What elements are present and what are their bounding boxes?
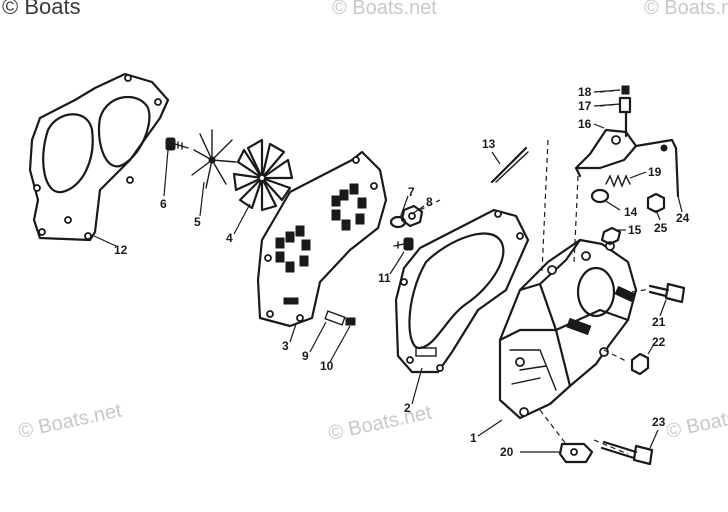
callout-23: 23 xyxy=(652,415,666,429)
part-25-nut xyxy=(646,192,666,214)
part-8-nut xyxy=(400,204,424,228)
callout-6: 6 xyxy=(160,197,167,211)
part-6-screw xyxy=(165,137,189,151)
watermark-top-mid: © Boats.net xyxy=(332,0,437,19)
callout-labels: 1 2 3 4 5 6 7 8 9 10 11 12 13 14 15 16 1… xyxy=(114,85,690,459)
part-14-roller xyxy=(590,188,610,204)
part-17-bushing xyxy=(618,96,632,114)
watermark-top-left: © Boats xyxy=(2,0,81,19)
callout-9: 9 xyxy=(302,349,309,363)
callout-13: 13 xyxy=(482,137,496,151)
part-4-reed-petals xyxy=(232,138,294,212)
callout-1: 1 xyxy=(470,431,477,445)
part-19-spring xyxy=(605,174,631,188)
callout-8: 8 xyxy=(426,195,433,209)
leader-lines xyxy=(93,89,683,453)
callout-25: 25 xyxy=(654,221,668,235)
callout-4: 4 xyxy=(226,231,233,245)
part-15-nut xyxy=(600,226,622,246)
callout-19: 19 xyxy=(648,165,662,179)
callout-3: 3 xyxy=(282,339,289,353)
callout-20: 20 xyxy=(500,445,514,459)
watermark-bottom-right: © Boats.net xyxy=(664,399,728,442)
part-12-gasket xyxy=(28,72,170,242)
watermark-bottom-left: © Boats.net xyxy=(16,399,124,442)
part-9-pin xyxy=(324,310,346,326)
part-5-reed-star xyxy=(191,129,237,189)
part-13-rod xyxy=(490,146,529,184)
part-24-link-rod xyxy=(634,138,680,198)
part-3-reed-plate xyxy=(256,150,388,328)
part-21-bolt xyxy=(648,282,686,304)
part-22-nut xyxy=(630,352,650,376)
callout-22: 22 xyxy=(652,335,666,349)
callout-7: 7 xyxy=(408,185,415,199)
callout-12: 12 xyxy=(114,243,128,257)
callout-18: 18 xyxy=(578,85,592,99)
callout-21: 21 xyxy=(652,315,666,329)
part-18-pin xyxy=(621,85,630,95)
part-11-screw xyxy=(393,237,414,251)
callout-10: 10 xyxy=(320,359,334,373)
part-3-pin xyxy=(283,297,299,305)
callout-24: 24 xyxy=(676,211,690,225)
part-2-gasket xyxy=(394,208,530,374)
part-16-lever xyxy=(574,128,638,178)
callout-5: 5 xyxy=(194,215,201,229)
part-1-housing xyxy=(498,238,638,420)
callout-14: 14 xyxy=(624,205,638,219)
callout-17: 17 xyxy=(578,99,592,113)
callout-16: 16 xyxy=(578,117,592,131)
watermark-bottom-mid: © Boats.net xyxy=(326,401,434,444)
alignment-lines xyxy=(419,89,651,455)
part-20-clamp xyxy=(558,442,594,464)
callout-15: 15 xyxy=(628,223,642,237)
part-23-bolt xyxy=(600,440,654,466)
callout-11: 11 xyxy=(378,271,391,285)
part-10-pin xyxy=(345,317,356,326)
callout-2: 2 xyxy=(404,401,411,415)
watermark-top-right: © Boats.net xyxy=(644,0,728,19)
